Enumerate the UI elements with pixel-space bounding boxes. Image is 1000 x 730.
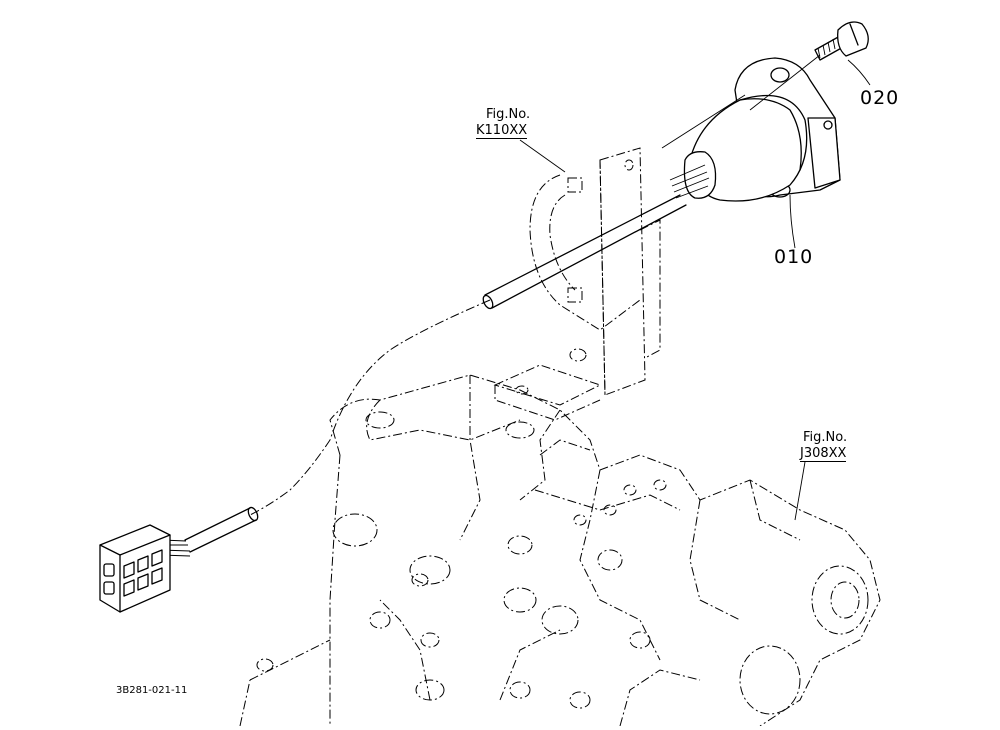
cable-path <box>249 299 491 516</box>
bolt-part-020 <box>749 21 869 111</box>
ref-k-title: Fig.No. <box>486 107 531 122</box>
cable-sheath <box>482 194 687 310</box>
part-number-010: 010 <box>774 246 814 268</box>
drawing-code: 3B281-021-11 <box>116 685 188 696</box>
leader-010 <box>789 194 796 249</box>
bracket-outline <box>493 147 661 421</box>
housing-outline <box>239 374 881 727</box>
part-number-020: 020 <box>860 87 900 109</box>
leader-k110xx <box>519 139 566 173</box>
ref-j-code: J308XX <box>800 446 847 462</box>
ref-j-title: Fig.No. <box>803 430 848 445</box>
eight-pin-connector <box>99 524 171 613</box>
sensor-part-010 <box>661 57 841 202</box>
ref-k-code: K110XX <box>476 123 528 139</box>
leader-j308xx <box>794 461 806 521</box>
connector-cable <box>159 506 259 557</box>
leader-020 <box>847 59 871 86</box>
